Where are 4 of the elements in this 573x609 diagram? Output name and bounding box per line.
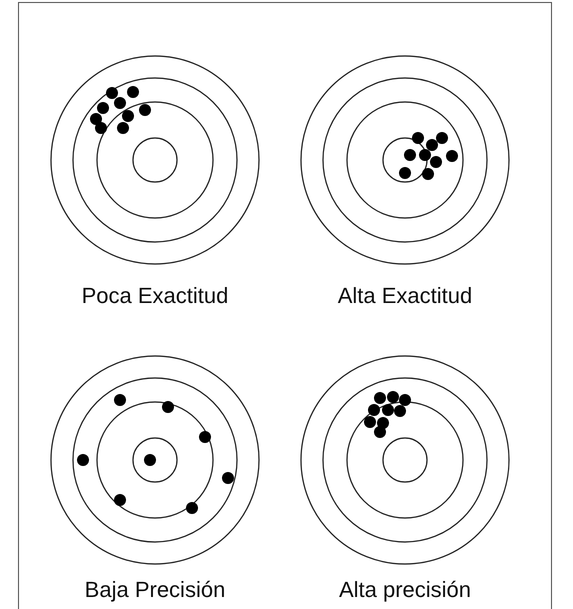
target-caption: Poca Exactitud: [80, 283, 230, 309]
target-caption: Alta precisión: [338, 577, 472, 603]
target-caption: Alta Exactitud: [336, 283, 474, 309]
target-caption: Baja Precisión: [84, 577, 226, 603]
